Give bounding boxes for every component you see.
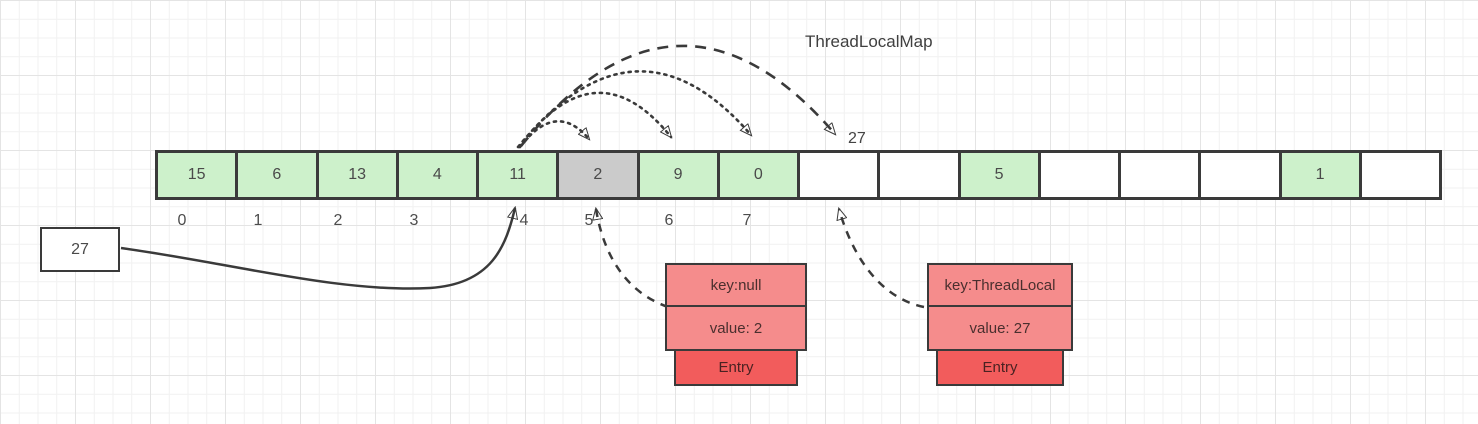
entry-new-value: value: 27 xyxy=(927,307,1073,351)
array-cell-11 xyxy=(1037,153,1118,197)
entry-new: key:ThreadLocal value: 27 Entry xyxy=(927,263,1073,386)
array-cell-2: 13 xyxy=(315,153,396,197)
array-cell-8 xyxy=(797,153,878,197)
entry-stale-label: Entry xyxy=(674,351,798,386)
diagram-title: ThreadLocalMap xyxy=(805,32,933,51)
array-cell-14: 1 xyxy=(1278,153,1359,197)
array-cell-5: 2 xyxy=(556,153,637,197)
new-entry-ref-arrow xyxy=(839,209,925,309)
entry-stale-value: value: 2 xyxy=(665,307,807,351)
entry-stale-key: key:null xyxy=(665,263,807,307)
array-cell-15 xyxy=(1358,153,1439,197)
array-cell-3: 4 xyxy=(395,153,476,197)
array-cell-13 xyxy=(1198,153,1279,197)
array-cell-12 xyxy=(1118,153,1199,197)
index-label-3: 3 xyxy=(409,212,419,229)
array-cell-1: 6 xyxy=(235,153,316,197)
array-cell-6: 9 xyxy=(636,153,717,197)
index-label-7: 7 xyxy=(742,212,752,229)
stale-entry-ref-arrow xyxy=(596,209,669,309)
array-cell-10: 5 xyxy=(957,153,1038,197)
index-label-2: 2 xyxy=(333,212,343,229)
array-cell-0: 15 xyxy=(158,153,236,197)
hash-lookup-arrow xyxy=(120,208,515,290)
index-label-1: 1 xyxy=(253,212,263,229)
index-label-6: 6 xyxy=(664,212,674,229)
probe-arc-to-5 xyxy=(518,120,589,149)
array-cell-4: 11 xyxy=(476,153,557,197)
index-label-5: 5 xyxy=(584,212,594,229)
entry-stale: key:null value: 2 Entry xyxy=(665,263,807,386)
index-label-0: 0 xyxy=(177,212,187,229)
array-cell-9 xyxy=(877,153,958,197)
array-cell-7: 0 xyxy=(716,153,797,197)
entry-new-key: key:ThreadLocal xyxy=(927,263,1073,307)
index-label-4: 4 xyxy=(519,212,529,229)
hash-value-box: 27 xyxy=(40,227,120,272)
hash-value-label: 27 xyxy=(848,130,866,147)
entry-new-label: Entry xyxy=(936,351,1064,386)
rehash-arc-to-8 xyxy=(519,44,835,147)
